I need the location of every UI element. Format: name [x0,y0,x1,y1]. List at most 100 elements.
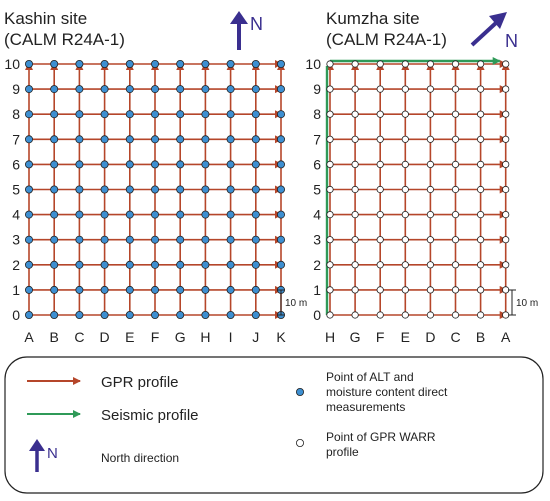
alt-measurement-point [150,235,159,244]
alt-measurement-point [75,85,84,94]
warr-point [326,60,334,68]
alt-measurement-point [75,235,84,244]
alt-measurement-point [24,235,33,244]
alt-measurement-point [176,185,185,194]
warr-point [326,311,334,319]
north-arrow-head [29,439,45,451]
alt-measurement-point [24,285,33,294]
alt-measurement-point [125,60,134,69]
alt-measurement-point [226,285,235,294]
warr-point [351,311,359,319]
warr-point [476,85,485,93]
alt-measurement-point [251,310,260,319]
warr-point [476,185,485,194]
column-label: H [325,329,335,345]
warr-point [326,236,334,244]
alt-measurement-point [100,285,109,294]
alt-measurement-point [75,60,84,69]
warr-point [451,286,460,294]
alt-measurement-point [201,285,210,294]
warr-point [376,286,384,294]
column-label: F [151,329,160,345]
kumzha-scale-bar: 10 m [508,289,538,316]
warr-point [351,135,359,143]
alt-measurement-point [150,60,159,69]
alt-measurement-point [100,110,109,119]
alt-measurement-point [75,110,84,119]
column-label: C [450,329,460,345]
warr-point [426,211,434,219]
warr-point [502,261,510,269]
row-label: 4 [12,207,20,223]
alt-measurement-point [276,210,285,219]
row-label: 3 [12,232,20,248]
warr-point [401,311,409,319]
alt-measurement-point [50,235,59,244]
alt-measurement-point [226,85,235,94]
warr-point [502,286,510,294]
kumzha-subtitle: (CALM R24A-1) [326,30,447,49]
column-label: G [350,329,361,345]
north-label: N [505,31,518,51]
alt-measurement-point [75,210,84,219]
warr-point [451,160,460,168]
alt-measurement-point [50,110,59,119]
alt-measurement-point [125,85,134,94]
warr-point [451,261,460,269]
row-label: 9 [12,81,20,97]
legend-warr-point-item: Point of GPR WARR profile [295,430,436,459]
alt-measurement-point [201,160,210,169]
alt-measurement-point [24,210,33,219]
alt-measurement-point [150,160,159,169]
alt-measurement-point [251,185,260,194]
column-label: B [50,329,59,345]
alt-measurement-point [125,185,134,194]
kashin-title: Kashin site [4,9,87,28]
column-label: E [401,329,410,345]
column-label: K [276,329,286,345]
alt-measurement-point [50,310,59,319]
alt-measurement-point [251,210,260,219]
warr-point [502,60,510,68]
warr-point [426,85,434,93]
kumzha-north-arrow: N [470,12,518,51]
warr-point [326,85,334,93]
alt-measurement-point [276,135,285,144]
alt-measurement-point [226,235,235,244]
alt-measurement-point [176,310,185,319]
alt-measurement-point [176,235,185,244]
warr-point [451,185,460,194]
warr-point [476,236,485,244]
alt-measurement-point [226,310,235,319]
warr-point [376,236,384,244]
kashin-grid [24,60,285,319]
row-label: 3 [313,232,321,248]
warr-point [401,60,409,68]
alt-measurement-point [100,185,109,194]
warr-point [426,110,434,118]
column-label: C [74,329,84,345]
alt-measurement-point [50,135,59,144]
alt-measurement-point [201,85,210,94]
warr-point [351,60,359,68]
legend-box [4,356,544,494]
row-label: 5 [313,182,321,198]
alt-measurement-point [201,185,210,194]
warr-point [426,261,434,269]
alt-measurement-point [24,185,33,194]
warr-point [502,185,510,194]
alt-measurement-point [201,235,210,244]
column-label: D [100,329,110,345]
alt-measurement-point [100,135,109,144]
warr-point [376,110,384,118]
alt-measurement-point [150,110,159,119]
alt-measurement-point [100,310,109,319]
alt-measurement-point [251,110,260,119]
row-label: 8 [12,106,20,122]
alt-measurement-point [150,85,159,94]
legend-alt-line3: measurements [326,400,405,414]
alt-measurement-point [125,285,134,294]
alt-measurement-point [276,185,285,194]
alt-measurement-point [100,85,109,94]
